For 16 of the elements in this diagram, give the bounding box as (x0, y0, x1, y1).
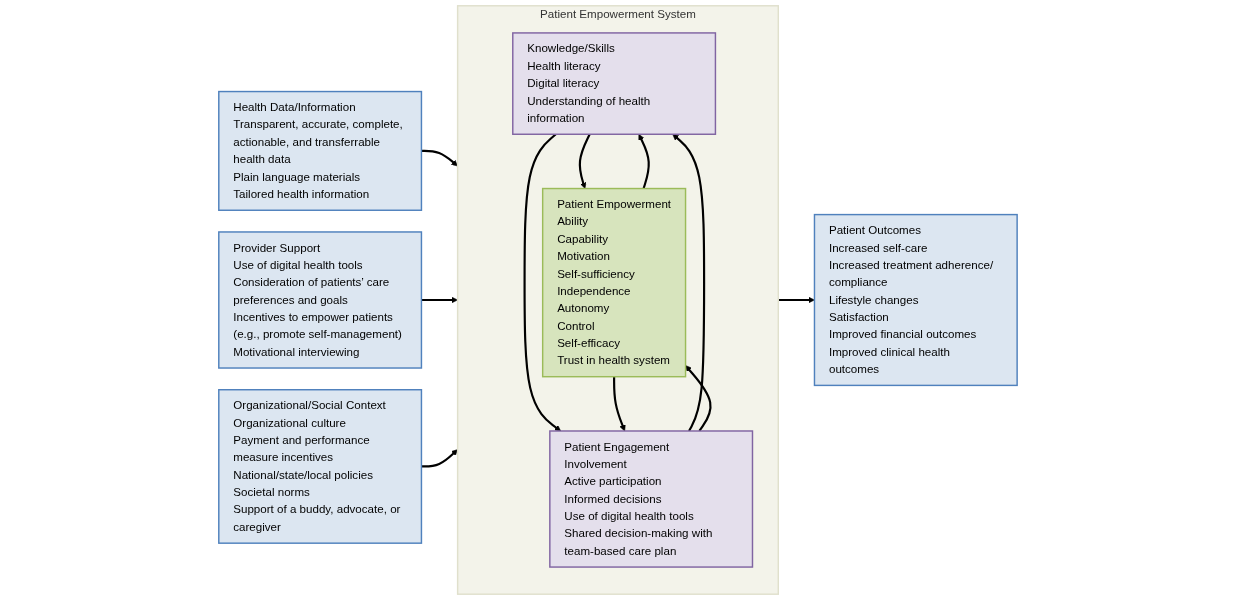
arrow (421, 449, 458, 468)
arrow (523, 133, 561, 432)
arrow (777, 296, 815, 304)
arrow (578, 133, 591, 189)
node-box: Knowledge/Skills Health literacy Digital literacy Understanding of health information (511, 32, 716, 135)
node-box: Patient Engagement Involvement Active participation Informed decisions Use of digital health tools Shared decision-making with team-based care plan (548, 430, 753, 568)
node-box: Health Data/Information Transparent, accurate, complete, actionable, and transferrable health data Plain language materials Tailored health information (217, 90, 422, 211)
arrow (638, 133, 650, 189)
arrow (421, 296, 458, 304)
arrow (612, 376, 626, 432)
arrow (421, 149, 458, 167)
node-box: Patient Empowerment Ability Capability Motivation Self-sufficiency Independence Autonomy Control Self-efficacy Trust in health system (541, 187, 686, 378)
arrow (671, 133, 705, 432)
node-box: Patient Outcomes Increased self-care Increased treatment adherence/ compliance Lifestyle changes Satisfaction Improved financial outcomes Improved clinical health outcomes (813, 213, 1018, 387)
node-box: Organizational/Social Context Organizational culture Payment and performance measure incentives National/state/local policies Societal norms Support of a buddy, advocate, or caregiver (217, 389, 422, 544)
node-box: Provider Support Use of digital health tools Consideration of patients’ care preferences and goals Incentives to empower patients (e.g., promote self-management) Motivational interviewing (217, 231, 422, 369)
